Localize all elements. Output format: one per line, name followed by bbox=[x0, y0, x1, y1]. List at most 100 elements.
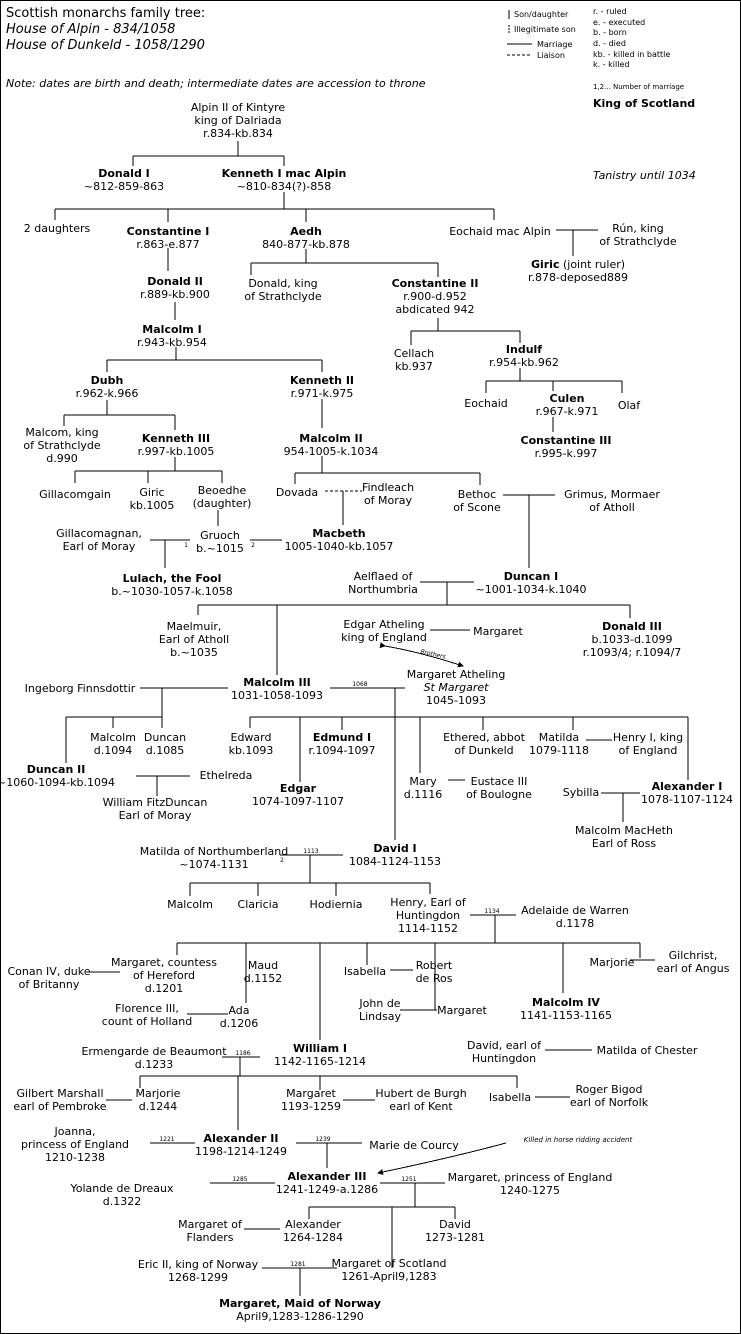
person-name: Robert bbox=[415, 959, 453, 972]
person-name: Dovada bbox=[275, 486, 319, 499]
legend-king-of-scotland: King of Scotland bbox=[593, 97, 696, 110]
person-dates: (daughter) bbox=[192, 497, 252, 510]
person-name: Beoedhe bbox=[197, 484, 247, 497]
person-marie: Marie de Courcy bbox=[369, 1139, 459, 1152]
person-dates: r.971-k.975 bbox=[290, 387, 354, 400]
person-name: Gruoch bbox=[200, 529, 240, 542]
person-name: Malcolm III bbox=[243, 676, 311, 689]
person-ethelreda: Ethelreda bbox=[200, 769, 253, 782]
person-name: David, earl of bbox=[467, 1039, 541, 1052]
person-name: Constantine II bbox=[391, 277, 479, 290]
legend-son-daughter: Son/daughter bbox=[514, 10, 569, 19]
person-name: Malcolm I bbox=[142, 323, 202, 336]
person-name: Maud bbox=[247, 959, 279, 972]
person-dates: ~1060-1094-kb.1094 bbox=[0, 776, 115, 789]
person-name: Alpin II of Kintyre bbox=[190, 101, 286, 114]
person-marjorie1: Marjorie bbox=[590, 956, 635, 969]
legend-abbr-died: d. - died bbox=[593, 39, 626, 48]
person-dates: 1005-1040-kb.1057 bbox=[284, 540, 394, 553]
legend-abbr-ruled: r. - ruled bbox=[593, 7, 627, 16]
person-name: Giric bbox=[139, 486, 165, 499]
person-dates: of Moray bbox=[363, 494, 413, 507]
person-name: Mary bbox=[409, 775, 437, 788]
person-name: Gillacomagnan, bbox=[56, 527, 142, 540]
person-dates: of Scone bbox=[453, 501, 501, 514]
person-margaret-sis: Margaret bbox=[473, 625, 523, 638]
person-dates: b.~1030-1057-k.1058 bbox=[111, 585, 233, 598]
person-name: Alexander II bbox=[203, 1132, 279, 1145]
person-name: David I bbox=[373, 842, 417, 855]
person-name: Margaret bbox=[437, 1004, 487, 1017]
person-name-suffix: (joint ruler) bbox=[559, 258, 626, 271]
person-eochaid2: Eochaid bbox=[464, 397, 507, 410]
person-dates: Huntingdon 1114-1152 bbox=[395, 909, 461, 935]
person-name: Grimus, Mormaer bbox=[564, 488, 660, 501]
person-name: Marie de Courcy bbox=[369, 1139, 459, 1152]
person-dates: 1264-1284 bbox=[283, 1231, 343, 1244]
person-name: Margaret bbox=[473, 625, 523, 638]
person-dates: earl of Angus bbox=[656, 962, 730, 975]
person-dates: d.1244 bbox=[138, 1100, 178, 1113]
person-dates: ~1074-1131 bbox=[179, 858, 249, 871]
person-name: Maelmuir, bbox=[166, 620, 222, 633]
person-name: Malcolm bbox=[167, 898, 213, 911]
person-dates: r.967-k.971 bbox=[535, 405, 599, 418]
person-giric-joint: Giric (joint ruler)r.878-deposed889 bbox=[528, 258, 628, 284]
person-dates: de Ros bbox=[415, 972, 453, 985]
person-dates: 1142-1165-1214 bbox=[274, 1055, 366, 1068]
person-dates: Northumbria bbox=[348, 583, 418, 596]
person-dates: d.1116 bbox=[403, 788, 443, 801]
horse-accident-annotation: Killed in horse ridding accident bbox=[523, 1136, 633, 1144]
person-name: Kenneth II bbox=[289, 374, 355, 387]
legend-abbr-born: b. - born bbox=[593, 28, 627, 37]
person-name: Margaret, princess of England bbox=[447, 1171, 613, 1184]
person-dates: 1084-1124-1153 bbox=[349, 855, 441, 868]
marriage-year-1186: 1186 bbox=[235, 1050, 251, 1057]
person-name: Aedh bbox=[290, 225, 322, 238]
person-name: Culen bbox=[549, 392, 585, 405]
person-name: Duncan II bbox=[26, 763, 86, 776]
person-name: Eustace III bbox=[470, 775, 528, 788]
person-dates: r.943-kb.954 bbox=[137, 336, 207, 349]
person-kenneth1: Kenneth I mac Alpin~810-834(?)-858 bbox=[222, 167, 347, 193]
marriage-order-gruoch-2: 2 bbox=[251, 542, 255, 549]
person-daughters2: 2 daughters bbox=[24, 222, 90, 235]
person-dates: r.997-kb.1005 bbox=[137, 445, 215, 458]
person-name: Adelaide de Warren bbox=[521, 904, 629, 917]
person-dates: r.878-deposed889 bbox=[528, 271, 628, 284]
person-name: Alexander bbox=[285, 1218, 341, 1231]
person-dates: Flanders bbox=[186, 1231, 234, 1244]
person-dates: r.900-d.952 abdicated 942 bbox=[395, 290, 475, 316]
person-dovada: Dovada bbox=[276, 486, 318, 499]
person-name: Sybilla bbox=[562, 786, 600, 799]
person-dates: d.1085 bbox=[145, 744, 185, 757]
person-name: Kenneth III bbox=[141, 432, 211, 445]
person-name: Ingeborg Finnsdottir bbox=[24, 682, 136, 695]
person-dates: ~1001-1034-k.1040 bbox=[475, 583, 587, 596]
person-dates: kb.937 bbox=[395, 360, 433, 373]
person-dates: Huntingdon bbox=[471, 1052, 537, 1065]
person-dates: earl of Pembroke bbox=[13, 1100, 107, 1113]
